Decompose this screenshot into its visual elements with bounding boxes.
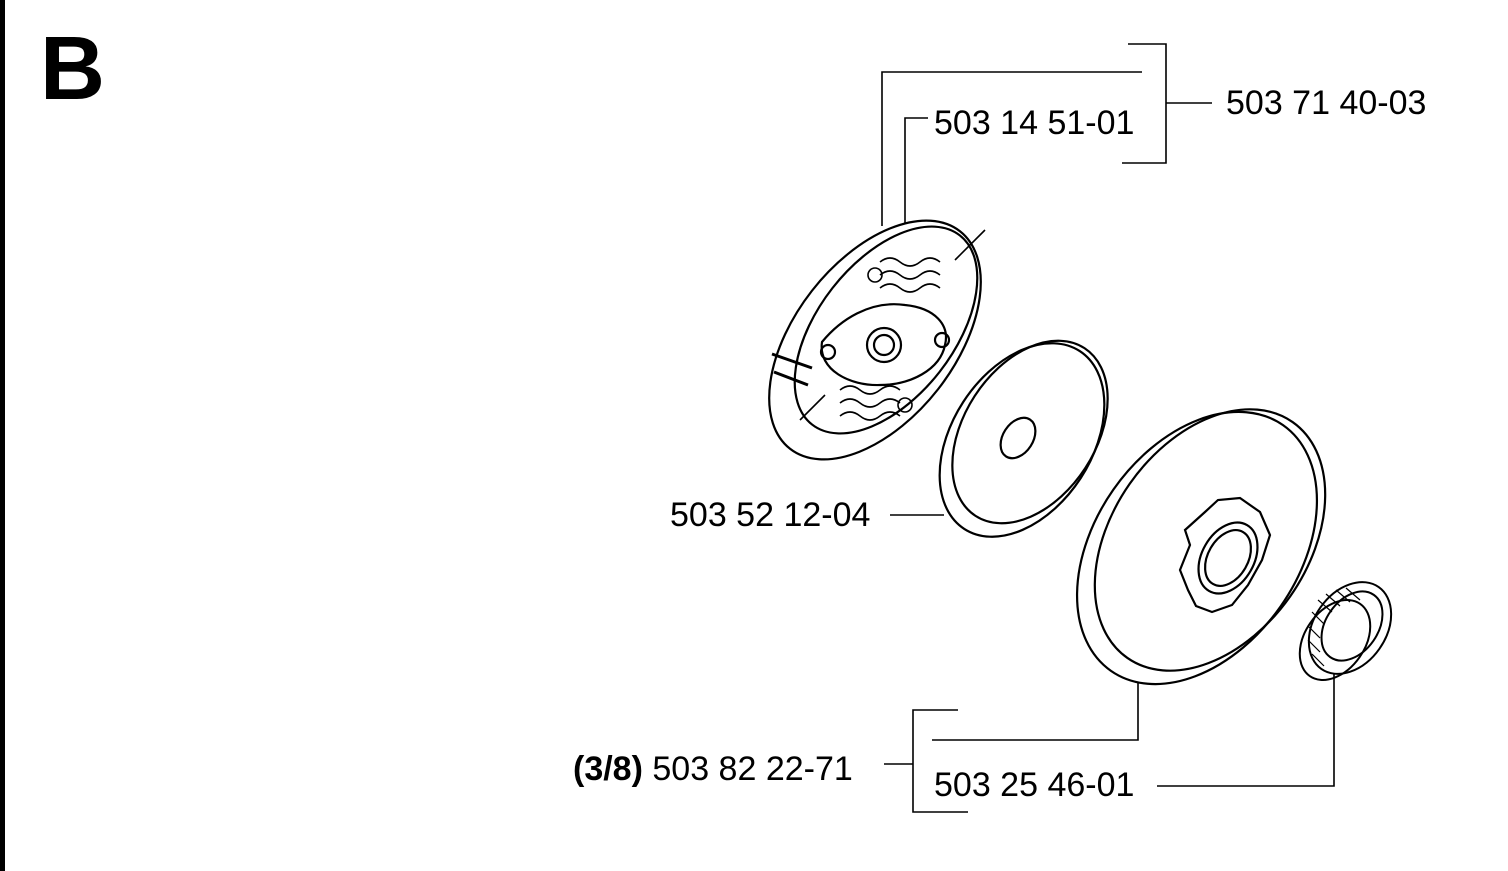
part-number-clutch-assembly: 503 71 40-03	[1226, 84, 1427, 122]
assembly-bracket	[1122, 43, 1212, 164]
clutch-drum	[1075, 408, 1327, 686]
left-border-bar	[0, 0, 5, 871]
leader-line-clutch-assembly	[881, 71, 1142, 226]
part-number-washer: 503 52 12-04	[670, 496, 871, 534]
part-number-clutch-spring: 503 14 51-01	[934, 104, 1135, 142]
drum-part-number: 503 82 22-71	[652, 750, 853, 788]
part-number-needle-bearing: 503 25 46-01	[934, 766, 1135, 804]
needle-bearing	[1298, 581, 1393, 681]
clutch-shoe-assembly	[768, 219, 986, 461]
section-letter: B	[40, 19, 105, 119]
leader-line-bearing	[1157, 672, 1335, 787]
part-number-drum: (3/8) 503 82 22-71	[573, 752, 853, 786]
drum-group-bracket	[884, 709, 968, 813]
leader-line-drum	[932, 682, 1139, 741]
leader-line-clutch-spring	[904, 117, 928, 258]
drum-pitch-size: (3/8)	[573, 750, 643, 788]
washer	[938, 339, 1109, 538]
